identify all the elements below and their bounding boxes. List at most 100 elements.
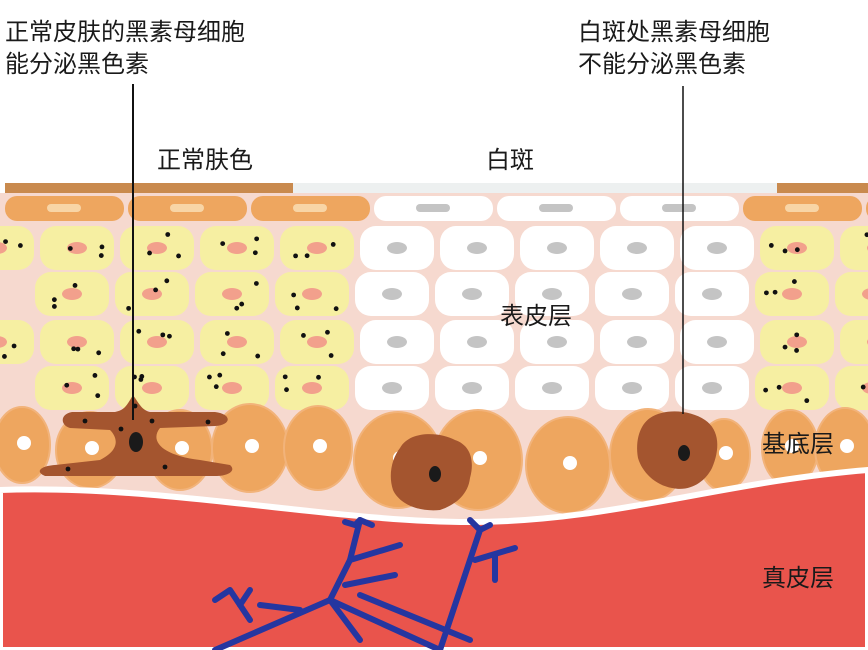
melanin-granule [864, 232, 868, 238]
cell-nucleus [627, 242, 647, 254]
melanin-granule [92, 373, 98, 378]
cell-nucleus [67, 336, 87, 348]
skin-surface-normal [777, 183, 868, 193]
melanin-granule [804, 398, 810, 404]
melanin-granule [51, 297, 57, 303]
melanin-granule [776, 384, 782, 390]
melanin-granule [772, 289, 778, 295]
melanin-granule [294, 305, 300, 311]
cell-nucleus [547, 242, 567, 254]
label-normal-skin: 正常肤色 [157, 146, 253, 174]
cell-nucleus [302, 382, 322, 394]
cell-nucleus [467, 336, 487, 348]
flat-cell-nucleus [539, 204, 573, 212]
melanin-granule [239, 301, 245, 307]
melanin-granule [72, 283, 78, 288]
cell-nucleus [0, 336, 7, 348]
melanin-granule [253, 281, 259, 286]
label-vitiligo-melanocyte: 白斑处黑素母细胞 不能分泌黑色素 [578, 16, 770, 80]
flat-cell-nucleus [170, 204, 204, 212]
melanin-granule [160, 332, 166, 338]
cell-nucleus [147, 336, 167, 348]
basal-cell-nucleus [245, 439, 259, 453]
cell-nucleus [142, 288, 162, 300]
basal-cell-nucleus [840, 439, 854, 453]
melanin-granule [791, 279, 797, 284]
flat-cell-nucleus [416, 204, 450, 212]
melanocyte-nucleus [429, 466, 441, 482]
melanin-granule [328, 353, 334, 358]
cell-nucleus [462, 382, 482, 394]
melanin-granule [2, 354, 7, 359]
melanin-granule [282, 374, 288, 380]
skin-surface-vitiligo [293, 183, 777, 193]
blood-vessel [357, 592, 473, 643]
melanin-granule [205, 419, 211, 425]
cell-nucleus [222, 382, 242, 394]
melanin-granule [95, 393, 101, 399]
blood-vessel [257, 602, 303, 613]
pigmented-cell [840, 226, 868, 270]
melanin-granule [220, 351, 226, 357]
melanin-granule [254, 236, 260, 242]
melanin-granule [164, 278, 170, 284]
cell-nucleus [462, 288, 482, 300]
melanin-granule [213, 384, 219, 390]
melanin-granule [768, 243, 774, 248]
melanin-granule [763, 387, 769, 393]
melanin-granule [71, 346, 77, 352]
flat-cell-nucleus [47, 204, 81, 212]
melanin-granule [167, 333, 172, 339]
melanin-granule [794, 332, 800, 338]
cell-nucleus [782, 288, 802, 300]
cell-nucleus [62, 288, 82, 300]
melanin-granule [99, 244, 105, 250]
cell-nucleus [67, 242, 87, 254]
cell-nucleus [547, 336, 567, 348]
melanin-granule [207, 374, 212, 380]
melanin-granule [138, 377, 144, 382]
melanin-granule [325, 329, 330, 335]
blood-vessel [327, 597, 363, 643]
label-line: 不能分泌黑色素 [578, 50, 746, 78]
melanin-granule [330, 242, 336, 247]
cell-nucleus [782, 382, 802, 394]
melanin-granule [176, 253, 181, 259]
melanin-granule [316, 374, 321, 380]
flat-cell-nucleus [785, 204, 819, 212]
basal-cell-nucleus [719, 446, 733, 460]
melanocyte-nucleus [129, 432, 143, 452]
label-basal-layer: 基底层 [762, 430, 834, 458]
label-normal-melanocyte: 正常皮肤的黑素母细胞 能分泌黑色素 [5, 16, 245, 80]
melanin-granule [64, 382, 70, 388]
melanin-granule [3, 239, 8, 244]
cell-nucleus [307, 242, 327, 254]
melanin-granule [252, 250, 258, 256]
melanin-granule [118, 426, 124, 432]
basal-cell-nucleus [175, 441, 189, 455]
melanin-granule [293, 253, 298, 259]
melanin-granule [333, 306, 339, 312]
melanin-granule [149, 418, 155, 424]
melanin-granule [217, 372, 223, 378]
cell-nucleus [702, 382, 722, 394]
melanin-granule [162, 464, 168, 470]
label-dermis: 真皮层 [762, 564, 834, 592]
cell-nucleus [147, 242, 167, 254]
melanin-granule [98, 253, 104, 258]
basal-cell-nucleus [313, 439, 327, 453]
melanin-granule [82, 418, 88, 424]
melanin-granule [165, 232, 171, 237]
melanin-granule [11, 343, 17, 349]
melanin-granule [794, 247, 800, 253]
melanin-granule [764, 290, 769, 296]
melanin-granule [284, 387, 289, 393]
cell-nucleus [307, 336, 327, 348]
melanin-granule [304, 253, 310, 259]
cell-nucleus [227, 336, 247, 348]
melanin-granule [782, 344, 788, 350]
blood-vessel [342, 572, 398, 588]
flat-cell-nucleus [293, 204, 327, 212]
melanin-granule [860, 384, 866, 390]
